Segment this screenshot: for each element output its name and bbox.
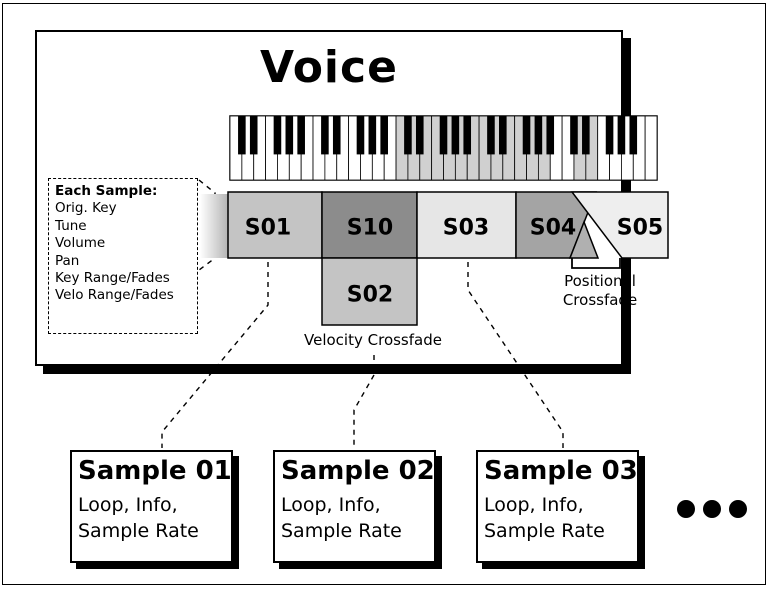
sample-01-box: Sample 01 Loop, Info, Sample Rate — [70, 450, 233, 563]
zone-s02 — [321, 257, 418, 326]
ellipsis-dot-3 — [729, 500, 747, 518]
ellipsis-dot-1 — [677, 500, 695, 518]
sample-03-desc: Loop, Info, Sample Rate — [484, 494, 605, 542]
black-key — [629, 116, 638, 155]
ellipsis-dot-2 — [703, 500, 721, 518]
black-key — [368, 116, 377, 155]
black-key — [605, 116, 614, 155]
info-item-velo-range: Velo Range/Fades — [55, 287, 174, 304]
info-box-heading: Each Sample: — [55, 183, 158, 199]
info-item-tune: Tune — [55, 217, 87, 234]
black-key — [546, 116, 555, 155]
connector-s03-sample03 — [467, 262, 564, 448]
sample-01-desc: Loop, Info, Sample Rate — [78, 494, 199, 542]
info-item-volume: Volume — [55, 235, 106, 252]
black-key — [285, 116, 294, 155]
sample-02-title: Sample 02 — [281, 456, 435, 486]
black-key — [321, 116, 329, 155]
keyboard — [229, 115, 658, 181]
positional-crossfade-line-1: Positional — [564, 272, 636, 290]
zone-label-s02: S02 — [347, 283, 393, 308]
black-key — [463, 116, 472, 155]
connector-s01-sample01 — [161, 262, 269, 448]
sample-02-desc: Loop, Info, Sample Rate — [281, 494, 402, 542]
black-key — [415, 116, 424, 155]
black-key — [332, 116, 341, 155]
outer-frame — [2, 3, 766, 585]
sample-02-box: Sample 02 Loop, Info, Sample Rate — [273, 450, 436, 563]
connector-velocity-sample02 — [353, 355, 375, 448]
sample-01-title: Sample 01 — [78, 456, 232, 486]
black-key — [238, 116, 246, 155]
positional-crossfade-line-2: Crossfade — [562, 291, 638, 309]
zone-label-s05: S05 — [617, 216, 663, 241]
black-key — [534, 116, 543, 155]
black-key — [522, 116, 531, 155]
white-key — [644, 115, 658, 181]
black-key — [499, 116, 507, 155]
info-item-pan: Pan — [55, 252, 80, 269]
info-item-key-range: Key Range/Fades — [55, 270, 170, 287]
black-key — [273, 116, 282, 155]
positional-crossfade-label: Positional Crossfade — [545, 272, 655, 310]
black-key — [356, 116, 365, 155]
sample-03-box: Sample 03 Loop, Info, Sample Rate — [476, 450, 639, 563]
info-box-fade — [200, 194, 228, 258]
positional-crossfade-bracket — [571, 258, 621, 269]
connectors — [161, 179, 564, 448]
zone-label-s01: S01 — [245, 216, 291, 241]
black-key — [404, 116, 412, 155]
black-key — [582, 116, 590, 155]
black-key — [249, 116, 258, 155]
black-key — [297, 116, 305, 155]
black-key — [439, 116, 448, 155]
black-key — [451, 116, 460, 155]
black-key — [617, 116, 626, 155]
velocity-crossfade-label: Velocity Crossfade — [304, 331, 442, 349]
black-key — [380, 116, 388, 155]
crossfade-overlap — [568, 219, 600, 259]
sample-03-title: Sample 03 — [484, 456, 638, 486]
each-sample-info-box: Each Sample: Orig. Key Tune Volume Pan K… — [48, 178, 198, 334]
zone-label-s03: S03 — [443, 216, 489, 241]
zone-label-s04: S04 — [530, 216, 576, 241]
black-key — [487, 116, 495, 155]
black-key — [570, 116, 578, 155]
zone-s05 — [570, 191, 669, 259]
zone-label-s10: S10 — [347, 216, 393, 241]
voice-title: Voice — [260, 42, 398, 93]
info-item-orig-key: Orig. Key — [55, 200, 117, 217]
